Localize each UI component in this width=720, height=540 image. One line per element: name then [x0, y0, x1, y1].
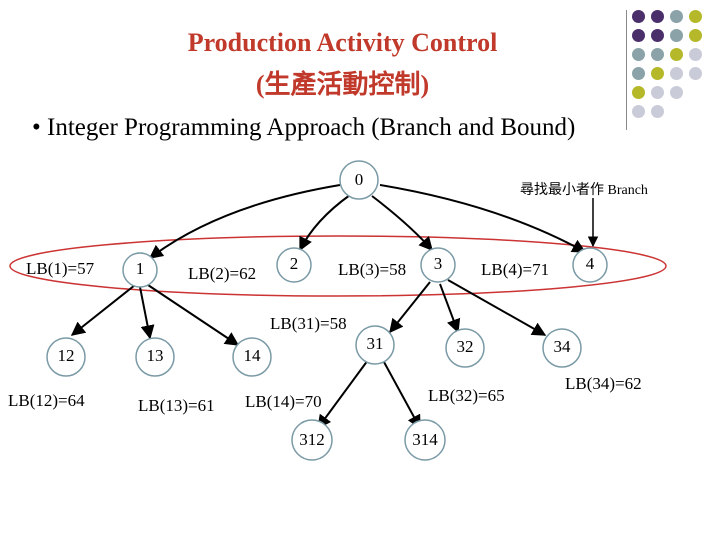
node-34: 34: [553, 337, 571, 356]
dot: [670, 86, 683, 99]
node-13-circle: [135, 337, 175, 377]
node-0: 0: [354, 170, 364, 189]
lower-bound-1: LB(1)=57: [26, 259, 95, 278]
header-divider-line: [626, 10, 627, 130]
dot: [689, 67, 702, 80]
edge-1-13: [139, 286, 155, 340]
dot: [632, 105, 645, 118]
node-12: 12: [57, 346, 75, 365]
dot: [670, 67, 683, 80]
node-14: 14: [243, 346, 261, 365]
lower-bound-12: LB(12)=64: [8, 391, 85, 410]
edge-3-34: [447, 279, 547, 336]
dot: [632, 67, 645, 80]
node-3-circle: [420, 247, 456, 283]
edge-1-14: [147, 284, 240, 346]
lower-bound-2: LB(2)=62: [188, 264, 257, 283]
dot: [632, 10, 645, 23]
lower-bound-34: LB(34)=62: [565, 374, 642, 393]
node-314: 314: [412, 430, 438, 449]
level-one-highlight-ellipse: [9, 235, 667, 297]
node-4-circle: [572, 247, 608, 283]
node-31: 31: [366, 334, 384, 353]
node-32: 32: [456, 337, 474, 356]
edge-0-3: [371, 195, 433, 252]
slide-subtitle: (生產活動控制): [255, 70, 430, 99]
edge-0-2: [299, 194, 351, 252]
node-32-circle: [445, 328, 485, 368]
slide-title: Production Activity Control: [187, 28, 498, 57]
dot: [632, 29, 645, 42]
edge-3-31: [389, 281, 431, 334]
decorative-dot-grid: [632, 10, 712, 130]
bullet-point: • Integer Programming Approach (Branch a…: [32, 114, 576, 141]
dot: [689, 29, 702, 42]
lower-bound-14: LB(14)=70: [245, 392, 322, 411]
edge-0-1: [148, 184, 341, 259]
node-14-circle: [232, 337, 272, 377]
dot: [670, 29, 683, 42]
lower-bound-32: LB(32)=65: [428, 386, 505, 405]
dot: [651, 86, 664, 99]
edge-0-4: [379, 184, 587, 253]
dot: [670, 48, 683, 61]
node-0-circle: [339, 160, 379, 200]
dot: [651, 67, 664, 80]
dot: [651, 48, 664, 61]
dot: [632, 48, 645, 61]
edge-31-314: [383, 361, 421, 430]
branch-note: 尋找最小者作 Branch: [520, 183, 648, 198]
lower-bound-13: LB(13)=61: [138, 396, 215, 415]
node-34-circle: [542, 328, 582, 368]
node-4: 4: [585, 254, 595, 273]
edge-3-32: [439, 283, 461, 334]
node-13: 13: [146, 346, 164, 365]
dot: [651, 105, 664, 118]
node-2-circle: [276, 247, 312, 283]
node-1-circle: [122, 252, 158, 288]
dot: [670, 10, 683, 23]
dot: [651, 10, 664, 23]
node-314-circle: [404, 419, 446, 461]
node-12-circle: [46, 337, 86, 377]
edge-31-312: [317, 359, 369, 430]
lower-bound-3: LB(3)=58: [338, 260, 407, 279]
edge-1-12: [70, 284, 136, 336]
dot: [689, 10, 702, 23]
node-1: 1: [135, 259, 145, 278]
node-312: 312: [299, 430, 325, 449]
lower-bound-4: LB(4)=71: [481, 260, 550, 279]
node-312-circle: [291, 419, 333, 461]
node-31-circle: [355, 325, 395, 365]
dot: [651, 29, 664, 42]
dot: [689, 48, 702, 61]
lower-bound-31: LB(31)=58: [270, 314, 347, 333]
dot: [632, 86, 645, 99]
node-3: 3: [433, 254, 443, 273]
node-2: 2: [289, 254, 299, 273]
